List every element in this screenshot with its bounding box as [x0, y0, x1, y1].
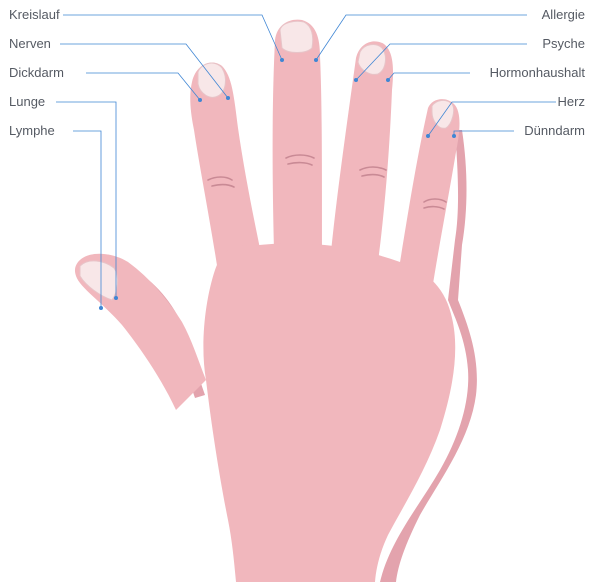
- index-nail: [198, 63, 225, 97]
- label-lymphe: Lymphe: [9, 123, 55, 139]
- leader-allergie: [316, 15, 527, 60]
- label-dickdarm: Dickdarm: [9, 65, 64, 81]
- leader-hormonhaushalt: [388, 73, 470, 80]
- leader-kreislauf: [63, 15, 282, 60]
- label-nerven: Nerven: [9, 36, 51, 52]
- label-allergie: Allergie: [542, 7, 585, 23]
- leader-duenndarm: [454, 131, 514, 136]
- thumb-nail: [80, 261, 118, 300]
- label-kreislauf: Kreislauf: [9, 7, 60, 23]
- middle-nail: [280, 21, 313, 52]
- label-herz: Herz: [558, 94, 585, 110]
- label-lunge: Lunge: [9, 94, 45, 110]
- label-hormonhaushalt: Hormonhaushalt: [490, 65, 585, 81]
- middle-finger: [273, 20, 322, 250]
- leader-dickdarm: [86, 73, 200, 100]
- label-psyche: Psyche: [542, 36, 585, 52]
- label-duenndarm: Dünndarm: [524, 123, 585, 139]
- palm: [203, 243, 455, 582]
- little-finger: [396, 99, 460, 290]
